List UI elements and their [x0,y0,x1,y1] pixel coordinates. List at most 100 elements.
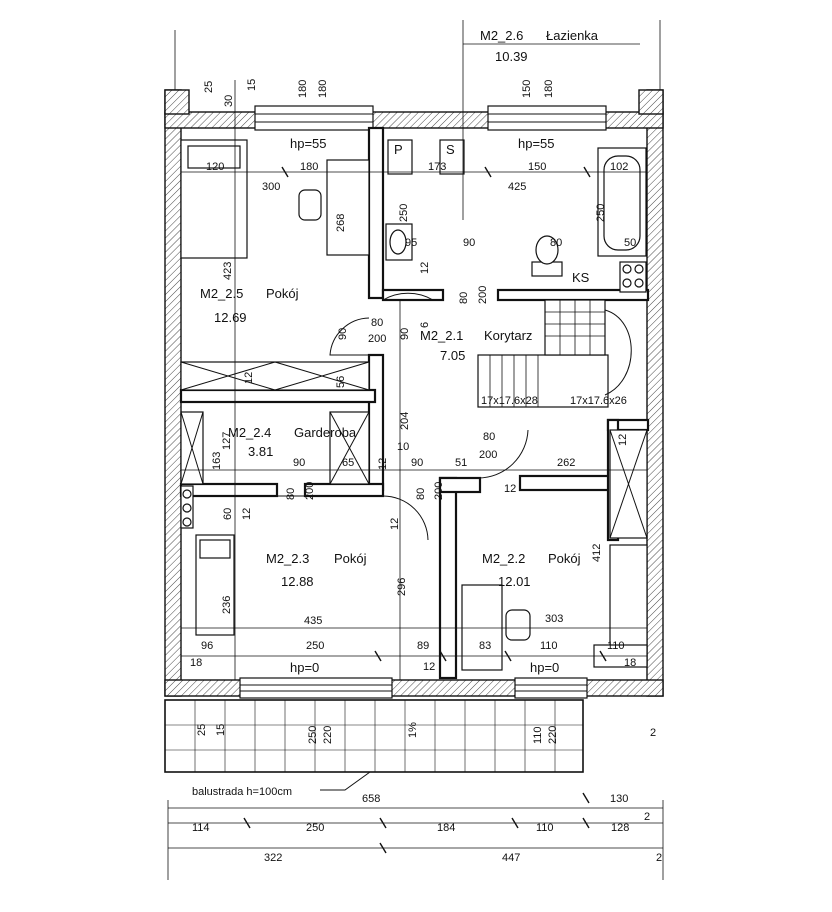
dim-text: 83 [479,640,491,652]
dim-text: 173 [428,161,446,173]
room-name: Łazienka [546,28,599,43]
dim-text: 96 [201,640,213,652]
hp-label: hp=0 [290,660,319,675]
room-pokoj23: M2_2.3 Pokój 12.88 [266,551,367,589]
dim-text: 56 [335,376,347,388]
room-name: Korytarz [484,328,532,343]
dim-text: 102 [610,161,628,173]
dim-text: 25 [203,81,215,93]
dim-text: 6 [419,322,431,328]
hp-label: hp=55 [518,136,555,151]
dim-text: 180 [297,80,309,98]
window-bottom-right [514,677,588,699]
dim-text: 204 [399,412,411,430]
dim-text: 90 [411,457,423,469]
dimension-texts: 25 30 15 180 180 150 180 120 180 173 150… [190,79,662,864]
room-id: M2_2.6 [480,28,523,43]
dim-text: 80 [371,317,383,329]
dim-text: 184 [437,822,455,834]
dim-text: 25 [196,724,208,736]
room-area: 12.69 [214,310,247,325]
balcony [164,699,584,773]
dim-text: 250 [307,726,319,744]
room-area: 10.39 [495,49,528,64]
dim-text: 80 [550,237,562,249]
bed-top-left [180,139,248,259]
room-name: Garderoba [294,425,357,440]
door-swings [277,292,529,541]
washbasin [385,223,413,261]
dim-text: 412 [591,544,603,562]
dim-text: 60 [222,508,234,520]
room-area: 12.88 [281,574,314,589]
dim-text: 18 [624,657,636,669]
room-pokoj25: M2_2.5 Pokój 12.69 [200,286,299,325]
dim-text: 65 [342,457,354,469]
radiators [180,261,647,529]
dim-text: 10 [397,441,409,453]
dim-text: 300 [262,181,280,193]
window-top-left [254,105,374,131]
dim-text: 303 [545,613,563,625]
interior-walls [179,126,650,680]
dim-text: 250 [398,204,410,222]
desk-top-left [298,159,370,256]
dim-text: 80 [285,488,297,500]
dim-text: 110 [607,640,625,652]
s-label: S [446,142,455,157]
dim-text: 435 [304,615,322,627]
dim-text: 12 [423,661,435,673]
room-id: M2_2.5 [200,286,243,301]
dim-text: 658 [362,793,380,805]
dim-text: 220 [322,726,334,744]
dim-text: 425 [508,181,526,193]
dim-text: 128 [611,822,629,834]
dim-text: 12 [243,372,255,384]
room-area: 12.01 [498,574,531,589]
window-bottom-left [239,677,393,699]
room-garderoba: M2_2.4 Garderoba 3.81 [228,425,357,459]
misc-labels: hp=55 hp=55 hp=0 hp=0 P S KS 17x17.6x28 … [192,136,627,798]
dim-text: 12 [617,434,629,446]
dim-text: 12 [241,508,253,520]
room-korytarz: M2_2.1 Korytarz 7.05 [420,328,532,363]
dim-text: 15 [215,724,227,736]
dim-text: 296 [396,578,408,596]
toilet [531,235,563,277]
dim-text: 15 [246,79,258,91]
room-area: 3.81 [248,444,273,459]
dim-text: 120 [206,161,224,173]
dim-text: 180 [300,161,318,173]
dim-text: 163 [211,452,223,470]
dim-text: 110 [532,726,544,744]
dim-text: 200 [304,482,316,500]
room-id: M2_2.3 [266,551,309,566]
room-lazienka: M2_2.6 Łazienka 10.39 [480,28,599,64]
room-id: M2_2.1 [420,328,463,343]
dim-text: 90 [293,457,305,469]
dimension-lines [167,20,664,880]
dim-text: 262 [557,457,575,469]
dim-text: 180 [543,80,555,98]
room-name: Pokój [334,551,367,566]
dim-text: 150 [528,161,546,173]
dim-text: 50 [624,237,636,249]
stairs-label: 17x17.6x28 [481,395,538,407]
dim-text: 30 [223,95,235,107]
dim-text: 114 [192,822,210,834]
dim-text: 18 [190,657,202,669]
dim-text: 200 [479,449,497,461]
dim-text: 200 [368,333,386,345]
dim-text: 2 [644,811,650,823]
p-label: P [394,142,403,157]
bed-pokoj23 [195,534,235,636]
dim-text: 250 [306,822,324,834]
dim-text: 180 [317,80,329,98]
dim-text: 127 [221,432,233,450]
dim-text: 80 [483,431,495,443]
dim-text: 220 [547,726,559,744]
dim-text: 89 [417,640,429,652]
ps-cabinets [387,139,465,175]
desk-pokoj22 [461,584,531,671]
